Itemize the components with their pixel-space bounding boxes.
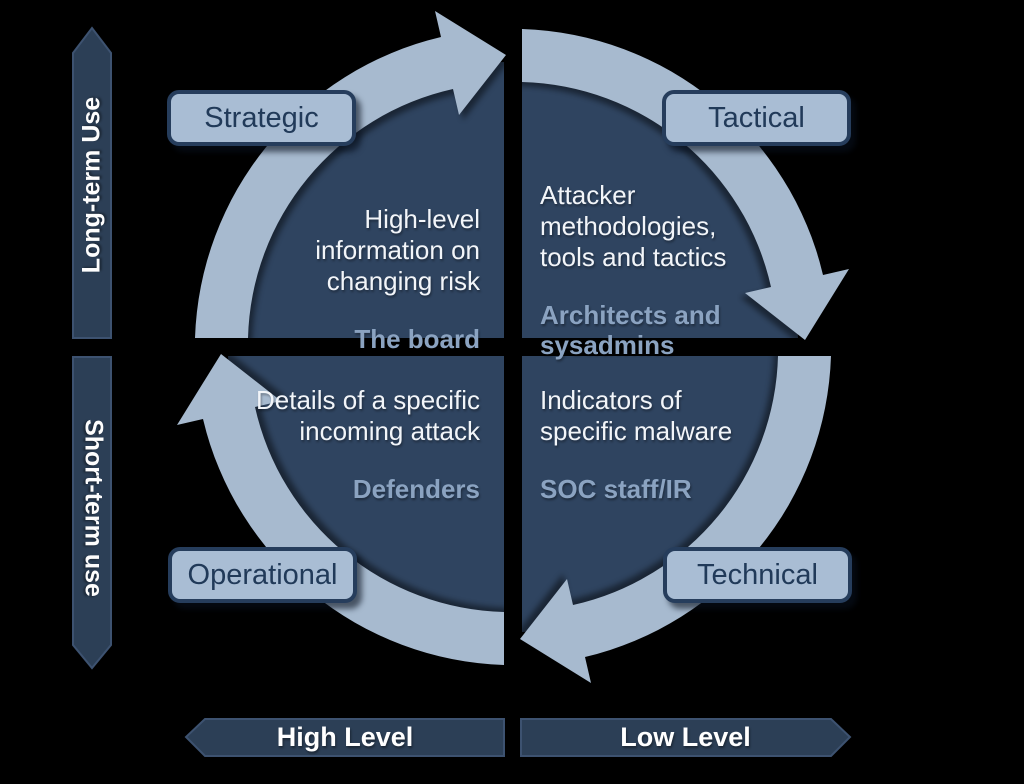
vertical-axis-down-arrow-icon [72, 356, 112, 670]
strategic-chip: Strategic [167, 90, 356, 146]
technical-description: Indicators of specific malware [540, 385, 733, 446]
strategic-text-block: High-level information on changing risk … [315, 186, 480, 372]
strategic-audience: The board [354, 324, 480, 354]
axis-arrows [72, 26, 852, 757]
cycle-arrow-top-right-icon [522, 29, 849, 340]
cycle-arrow-top-left-icon [195, 11, 506, 338]
vertical-axis-top-label: Long-term Use [77, 96, 106, 274]
operational-chip: Operational [168, 547, 357, 603]
quadrant-disc-top-left [228, 62, 504, 338]
tactical-audience: Architects and sysadmins [540, 300, 721, 360]
operational-description: Details of a specific incoming attack [256, 385, 480, 446]
vertical-axis-up-arrow-icon [72, 26, 112, 339]
tactical-description: Attacker methodologies, tools and tactic… [540, 180, 727, 272]
cycle-arrow-bottom-right-icon [520, 356, 831, 683]
quadrant-disc-bottom-right [522, 356, 798, 632]
tactical-chip: Tactical [662, 90, 851, 146]
quadrant-discs [228, 62, 798, 632]
operational-text-block: Details of a specific incoming attack De… [256, 367, 480, 522]
strategic-description: High-level information on changing risk [315, 204, 480, 296]
horizontal-axis-left-arrow-icon [184, 718, 505, 757]
quadrant-disc-bottom-left [228, 356, 504, 632]
cycle-arrows [177, 11, 849, 683]
tactical-text-block: Attacker methodologies, tools and tactic… [540, 162, 726, 378]
technical-audience: SOC staff/IR [540, 474, 692, 504]
operational-audience: Defenders [352, 474, 480, 504]
horizontal-axis-right-label: Low Level [620, 722, 751, 752]
technical-text-block: Indicators of specific malware SOC staff… [540, 367, 732, 522]
quadrant-disc-top-right [522, 62, 798, 338]
horizontal-axis-left-label: High Level [276, 722, 414, 752]
technical-chip: Technical [663, 547, 852, 603]
cycle-arrow-bottom-left-icon [177, 354, 504, 665]
horizontal-axis-right-arrow-icon [520, 718, 852, 757]
vertical-axis-bottom-label: Short-term use [79, 419, 108, 597]
